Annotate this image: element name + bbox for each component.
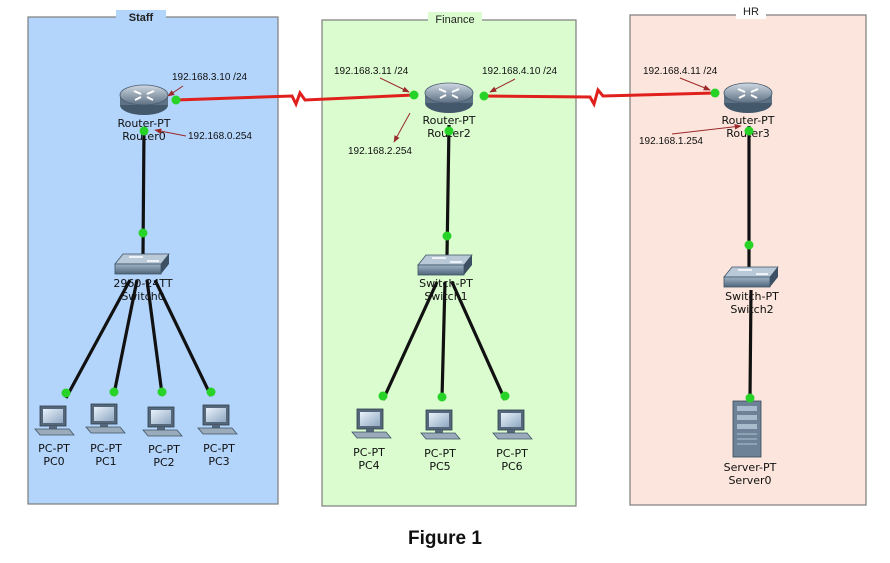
ip-router0-wan: 192.168.3.10 /24 xyxy=(172,72,248,83)
switch1-name: Switch1 xyxy=(424,290,467,303)
pc3-name: PC3 xyxy=(208,455,229,468)
link-switch2-server0 xyxy=(748,289,753,399)
server0-name: Server0 xyxy=(728,474,771,487)
ip-router3-wan: 192.168.4.11 /24 xyxy=(643,66,718,77)
serial-link-router2-router3 xyxy=(483,86,716,108)
pc5-name: PC5 xyxy=(429,460,450,473)
port-dot xyxy=(409,90,419,100)
link-switch0-pc2 xyxy=(145,279,164,395)
zone-finance-title: Finance xyxy=(435,14,474,26)
server0-type: Server-PT xyxy=(724,461,777,474)
port-dot xyxy=(109,387,119,397)
switch0-name: Switch0 xyxy=(121,290,164,303)
pc0-name: PC0 xyxy=(43,455,64,468)
switch1[interactable]: Switch-PT Switch1 xyxy=(417,254,473,303)
pc0[interactable]: PC-PT PC0 xyxy=(34,405,75,468)
port-dot xyxy=(444,126,454,136)
pc1-name: PC1 xyxy=(95,455,116,468)
ip-router0-lan: 192.168.0.254 xyxy=(188,131,252,142)
pc0-type: PC-PT xyxy=(38,442,70,455)
pc2-type: PC-PT xyxy=(148,443,180,456)
ip-router2-lan: 192.168.2.254 xyxy=(348,146,412,157)
pc6[interactable]: PC-PT PC6 xyxy=(492,409,533,473)
link-switch0-pc0 xyxy=(64,279,132,399)
link-switch1-pc4 xyxy=(381,281,439,401)
port-dot xyxy=(744,240,754,250)
ethernet-links xyxy=(64,124,753,401)
switch0-type: 2960-24TT xyxy=(113,277,172,290)
port-dot xyxy=(500,391,510,401)
pc6-type: PC-PT xyxy=(496,447,528,460)
zone-hr-title: HR xyxy=(743,6,759,18)
router0-type: Router-PT xyxy=(117,117,170,130)
port-dot xyxy=(378,391,388,401)
switch-icon xyxy=(114,253,170,275)
pc2[interactable]: PC-PT PC2 xyxy=(142,406,183,469)
router-icon xyxy=(119,84,169,116)
ip-router2-left: 192.168.3.11 /24 xyxy=(334,66,409,77)
zone-staff-title: Staff xyxy=(129,12,154,24)
network-diagram: Staff Finance HR Router-PT Router0 Route… xyxy=(27,5,867,507)
ip-router2-right: 192.168.4.10 /24 xyxy=(482,66,558,77)
pc3-type: PC-PT xyxy=(203,442,235,455)
port-dot xyxy=(171,95,181,105)
switch2-type: Switch-PT xyxy=(725,290,779,303)
switch1-type: Switch-PT xyxy=(419,277,473,290)
pc4-type: PC-PT xyxy=(353,446,385,459)
port-dot xyxy=(157,387,167,397)
link-switch1-pc5 xyxy=(440,281,447,399)
router2-type: Router-PT xyxy=(422,114,475,127)
server0[interactable]: Server-PT Server0 xyxy=(724,400,777,487)
router3-type: Router-PT xyxy=(721,114,774,127)
server-icon xyxy=(732,400,762,458)
serial-link-router0-router2 xyxy=(175,89,415,108)
link-switch1-pc6 xyxy=(450,281,507,401)
port-status-dots xyxy=(61,88,755,403)
ip-router3-lan: 192.168.1.254 xyxy=(639,136,703,147)
router0[interactable]: Router-PT Router0 xyxy=(117,84,171,143)
pc5[interactable]: PC-PT PC5 xyxy=(420,409,461,473)
port-dot xyxy=(206,387,216,397)
router-icon xyxy=(424,82,474,114)
port-dot xyxy=(139,126,149,136)
pc5-type: PC-PT xyxy=(424,447,456,460)
router-icon xyxy=(723,82,773,114)
switch2[interactable]: Switch-PT Switch2 xyxy=(723,266,779,316)
port-dot xyxy=(138,228,148,238)
port-dot xyxy=(61,388,71,398)
pc4-name: PC4 xyxy=(358,459,379,472)
port-dot xyxy=(710,88,720,98)
port-dot xyxy=(745,393,755,403)
link-switch0-pc3 xyxy=(153,279,213,397)
annotation-arrows xyxy=(154,77,742,143)
port-dot xyxy=(479,91,489,101)
port-dot xyxy=(437,392,447,402)
port-dot xyxy=(442,231,452,241)
pc1-type: PC-PT xyxy=(90,442,122,455)
pc3[interactable]: PC-PT PC3 xyxy=(197,404,238,468)
link-switch0-pc1 xyxy=(112,279,139,395)
switch-icon xyxy=(723,266,779,288)
pc4[interactable]: PC-PT PC4 xyxy=(351,408,392,472)
pc2-name: PC2 xyxy=(153,456,174,469)
switch0[interactable]: 2960-24TT Switch0 xyxy=(113,253,173,303)
pc1[interactable]: PC-PT PC1 xyxy=(85,403,126,468)
switch2-name: Switch2 xyxy=(730,303,773,316)
figure-caption: Figure 1 xyxy=(408,528,482,549)
port-dot xyxy=(744,126,754,136)
switch-icon xyxy=(417,254,473,276)
pc6-name: PC6 xyxy=(501,460,522,473)
